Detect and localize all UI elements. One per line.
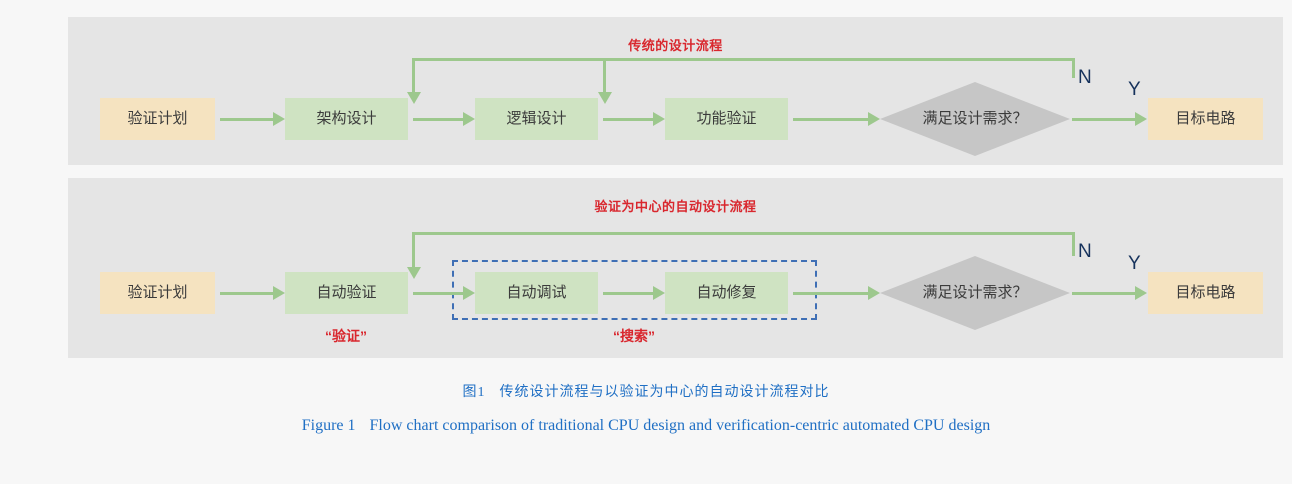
branch-label-no: N <box>1078 67 1092 88</box>
arrow-plan-to-autoverify-line <box>220 292 273 295</box>
feedback-arrow-logic <box>598 92 612 104</box>
arrow-functional-to-decision-head <box>868 112 880 126</box>
arrow-decision-to-target-head-2 <box>1135 286 1147 300</box>
arrow-functional-to-decision-line <box>793 118 868 121</box>
verification-centric-flow-panel: 验证为中心的自动设计流程 验证计划 自动验证 自动调试 自动修复 满足设计需求？… <box>68 178 1283 358</box>
node-architecture-design[interactable]: 架构设计 <box>285 98 408 140</box>
node-verification-plan-2[interactable]: 验证计划 <box>100 272 215 314</box>
feedback-loop-line-top-2 <box>412 232 1075 235</box>
arrow-plan-to-autoverify-head <box>273 286 285 300</box>
feedback-branch-logic <box>603 58 606 93</box>
arrow-autoverify-to-autodebug-line <box>413 292 463 295</box>
node-decision-meets-requirements[interactable]: 满足设计需求？ <box>880 82 1070 156</box>
node-verification-plan[interactable]: 验证计划 <box>100 98 215 140</box>
branch-label-no-2: N <box>1078 241 1092 262</box>
branch-label-yes: Y <box>1128 79 1141 100</box>
node-functional-verification[interactable]: 功能验证 <box>665 98 788 140</box>
arrow-architecture-to-logic-line <box>413 118 463 121</box>
arrow-logic-to-functional-line <box>603 118 653 121</box>
figure-caption-english-label: Figure 1 <box>301 417 356 434</box>
annotation-verification: “验证” <box>325 328 367 344</box>
arrow-decision-to-target-line <box>1072 118 1135 121</box>
arrow-autorepair-to-decision-line <box>793 292 868 295</box>
figure-caption-english: Figure 1 Flow chart comparison of traditi… <box>0 417 1292 435</box>
feedback-arrow-auto-verify <box>407 267 421 279</box>
feedback-branch-architecture <box>412 58 415 93</box>
figure-caption-english-text: Flow chart comparison of traditional CPU… <box>369 417 991 434</box>
figure-caption-chinese-text: 传统设计流程与以验证为中心的自动设计流程对比 <box>499 385 830 400</box>
arrow-logic-to-functional-head <box>653 112 665 126</box>
arrow-architecture-to-logic-head <box>463 112 475 126</box>
node-target-circuit-2[interactable]: 目标电路 <box>1148 272 1263 314</box>
arrow-plan-to-architecture-line <box>220 118 273 121</box>
panel-title-verification-centric: 验证为中心的自动设计流程 <box>594 199 757 214</box>
feedback-loop-riser-decision <box>1072 58 1075 78</box>
figure-caption-chinese: 图1 传统设计流程与以验证为中心的自动设计流程对比 <box>0 381 1292 401</box>
arrow-decision-to-target-line-2 <box>1072 292 1135 295</box>
node-target-circuit[interactable]: 目标电路 <box>1148 98 1263 140</box>
arrow-autodebug-to-autorepair-head <box>653 286 665 300</box>
feedback-branch-auto-verify <box>412 232 415 268</box>
node-decision-meets-requirements-2[interactable]: 满足设计需求？ <box>880 256 1070 330</box>
search-group-box <box>452 260 817 320</box>
node-auto-debug[interactable]: 自动调试 <box>475 272 598 314</box>
arrow-autodebug-to-autorepair-line <box>603 292 653 295</box>
feedback-arrow-architecture <box>407 92 421 104</box>
arrow-decision-to-target-head <box>1135 112 1147 126</box>
feedback-loop-line-top <box>412 58 1075 61</box>
arrow-autoverify-to-autodebug-head <box>463 286 475 300</box>
branch-label-yes-2: Y <box>1128 253 1141 274</box>
figure-caption-chinese-label: 图1 <box>462 385 486 400</box>
feedback-loop-riser-decision-2 <box>1072 232 1075 256</box>
arrow-autorepair-to-decision-head <box>868 286 880 300</box>
annotation-search: “搜索” <box>613 328 655 344</box>
arrow-plan-to-architecture-head <box>273 112 285 126</box>
traditional-flow-panel: 传统的设计流程 验证计划 架构设计 逻辑设计 功能验证 满足设计需求？ 目标电路… <box>68 17 1283 165</box>
node-auto-repair[interactable]: 自动修复 <box>665 272 788 314</box>
node-auto-verification[interactable]: 自动验证 <box>285 272 408 314</box>
node-logic-design[interactable]: 逻辑设计 <box>475 98 598 140</box>
panel-title-traditional: 传统的设计流程 <box>628 38 723 53</box>
